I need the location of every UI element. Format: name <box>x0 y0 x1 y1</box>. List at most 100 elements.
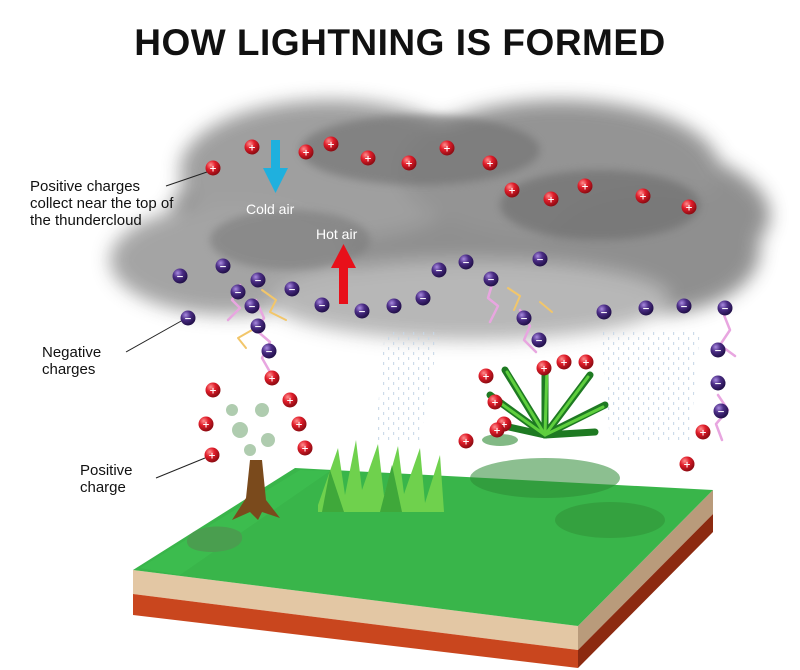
positive-charge <box>401 155 417 171</box>
positive-charge-sign: + <box>639 193 647 203</box>
positive-charge-sign: + <box>493 427 501 437</box>
positive-charge <box>679 456 695 472</box>
positive-charge <box>205 382 221 398</box>
cold-air-arrow <box>263 140 288 193</box>
negative-charge-sign: − <box>714 347 722 357</box>
negative-charge <box>710 342 726 358</box>
negative-charge-sign: − <box>536 256 544 266</box>
negative-charge-sign: − <box>642 305 650 315</box>
negative-charge-sign: − <box>487 276 495 286</box>
grass-tuft <box>318 440 444 512</box>
positive-charge-label: Positive charge <box>80 462 133 496</box>
positive-charge-sign: + <box>508 187 516 197</box>
rock <box>186 526 243 552</box>
negative-charge-sign: − <box>358 308 366 318</box>
negative-charge-sign: − <box>435 267 443 277</box>
hill <box>470 434 665 538</box>
positive-charge <box>478 368 494 384</box>
positive-charge <box>458 433 474 449</box>
positive-charge-sign: + <box>685 204 693 214</box>
positive-charge-sign: + <box>560 359 568 369</box>
hot-air-arrow <box>331 244 356 304</box>
positive-charge-sign: + <box>491 399 499 409</box>
negative-charges-label: Negative charges <box>42 344 102 378</box>
positive-charge-sign: + <box>248 144 256 154</box>
positive-charge <box>482 155 498 171</box>
positive-charge <box>489 422 505 438</box>
positive-charge-sign: + <box>500 421 508 431</box>
negative-charge <box>284 281 300 297</box>
cold-air-label: Cold air <box>246 201 295 217</box>
positive-charge <box>577 178 593 194</box>
positive-charge <box>282 392 298 408</box>
negative-charge <box>531 332 547 348</box>
negative-charge <box>172 268 188 284</box>
positive-charge <box>578 354 594 370</box>
positive-charge-sign: + <box>482 373 490 383</box>
negative-charge <box>250 318 266 334</box>
positive-charge-sign: + <box>405 160 413 170</box>
negative-charge <box>710 375 726 391</box>
negative-charge <box>415 290 431 306</box>
rain <box>375 330 700 440</box>
negative-charge-sign: − <box>288 286 296 296</box>
negative-charge <box>516 310 532 326</box>
ground-block <box>133 468 713 668</box>
positive-charge <box>536 360 552 376</box>
negative-charge-sign: − <box>184 315 192 325</box>
negative-charge-sign: − <box>680 303 688 313</box>
negative-charge <box>717 300 733 316</box>
positive-charge-sign: + <box>202 421 210 431</box>
positive-charge-sign: + <box>582 359 590 369</box>
positive-charge-sign: + <box>302 149 310 159</box>
negative-charge <box>386 298 402 314</box>
positive-charge <box>504 182 520 198</box>
negative-charge-sign: − <box>318 302 326 312</box>
positive-charge-sign: + <box>462 438 470 448</box>
negative-charge-sign: − <box>390 303 398 313</box>
negative-charge-sign: − <box>717 408 725 418</box>
negative-charge-sign: − <box>535 337 543 347</box>
positive-top-label: Positive charges collect near the top of… <box>30 178 174 229</box>
positive-charge-sign: + <box>540 365 548 375</box>
negative-charge <box>458 254 474 270</box>
negative-charge <box>713 403 729 419</box>
negative-charge-sign: − <box>176 273 184 283</box>
negative-charge-sign: − <box>234 289 242 299</box>
negative-charge-sign: − <box>265 348 273 358</box>
positive-charge <box>439 140 455 156</box>
positive-charge <box>681 199 697 215</box>
tree <box>226 403 280 520</box>
negative-charge-sign: − <box>254 277 262 287</box>
negative-charge-sign: − <box>714 380 722 390</box>
negative-charge <box>215 258 231 274</box>
positive-charge <box>323 136 339 152</box>
negative-charge <box>596 304 612 320</box>
leader-lines <box>125 171 208 479</box>
positive-charge <box>244 139 260 155</box>
positive-charge-sign: + <box>364 155 372 165</box>
positive-charge-sign: + <box>208 452 216 462</box>
hot-air-label: Hot air <box>316 226 358 242</box>
positive-charge <box>291 416 307 432</box>
positive-charge-sign: + <box>547 196 555 206</box>
negative-charge <box>483 271 499 287</box>
negative-charge <box>244 298 260 314</box>
positive-charge <box>695 424 711 440</box>
positive-charge <box>205 160 221 176</box>
negative-charge-sign: − <box>721 305 729 315</box>
charges: ++++++++++++++++++++++++++++++−−−−−−−−−−… <box>172 136 733 472</box>
negative-charge-sign: − <box>219 263 227 273</box>
positive-charge-sign: + <box>486 160 494 170</box>
positive-charge <box>204 447 220 463</box>
negative-charge <box>676 298 692 314</box>
negative-charge <box>180 310 196 326</box>
positive-charge <box>297 440 313 456</box>
positive-charge-sign: + <box>268 375 276 385</box>
negative-charge-sign: − <box>419 295 427 305</box>
positive-charge-sign: + <box>699 429 707 439</box>
positive-charge-sign: + <box>286 397 294 407</box>
positive-charge <box>556 354 572 370</box>
negative-charge-sign: − <box>254 323 262 333</box>
